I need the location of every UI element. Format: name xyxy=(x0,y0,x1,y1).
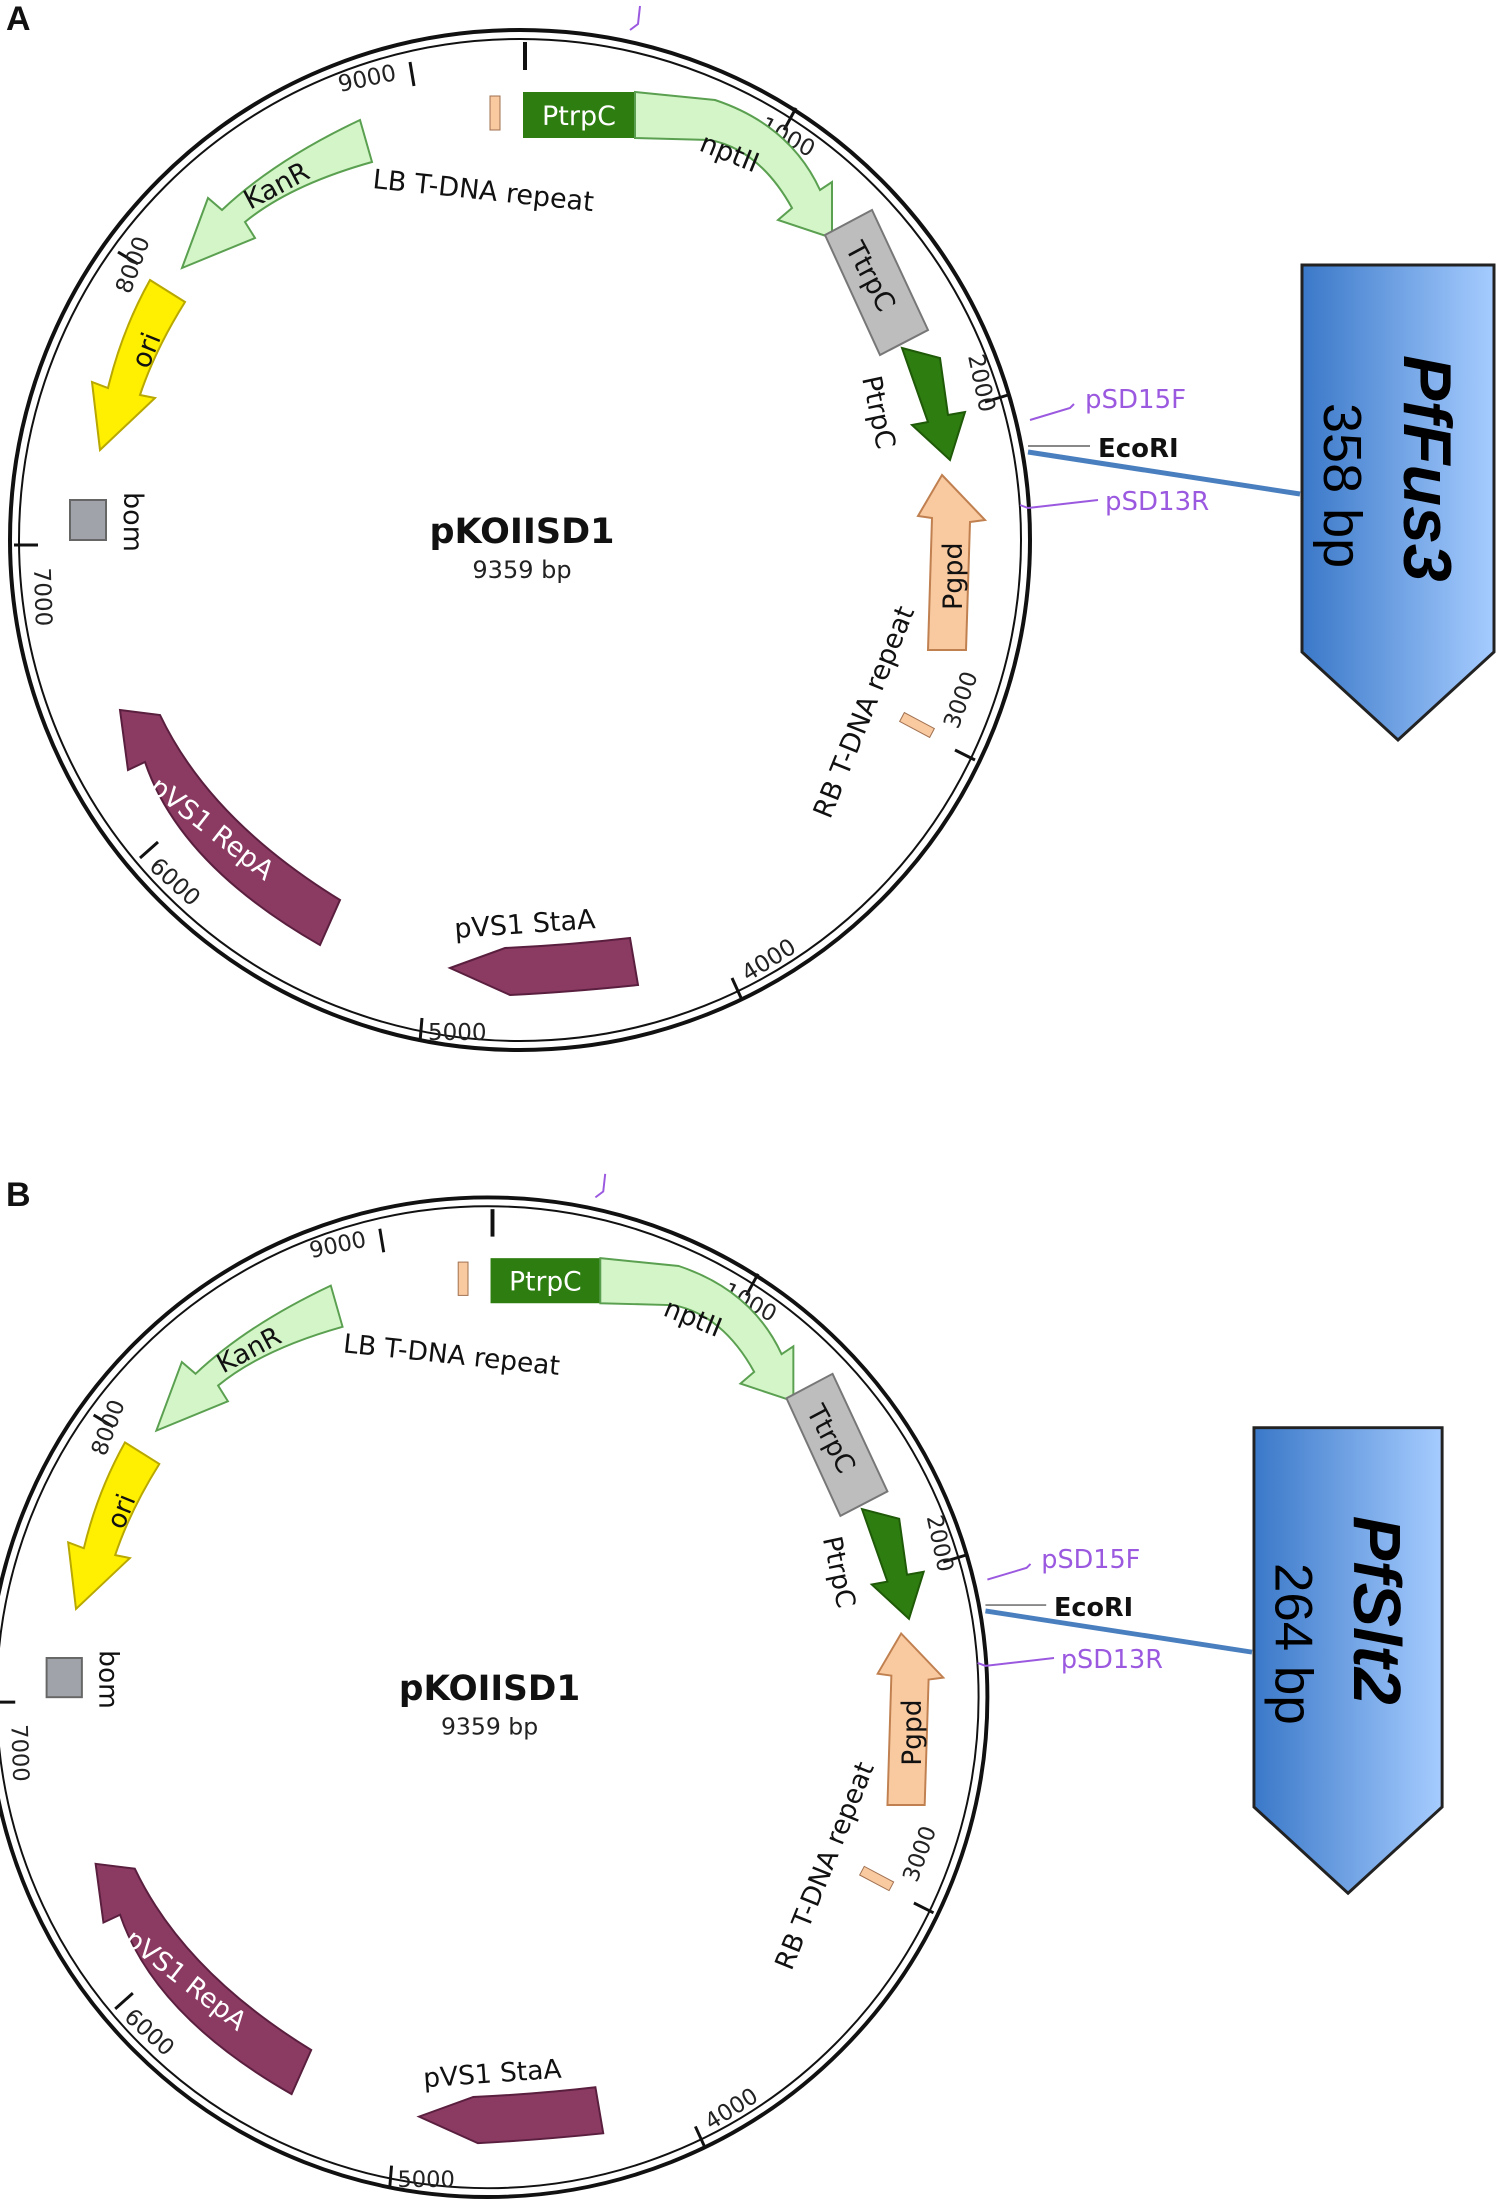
ori-arrow xyxy=(90,278,187,453)
tick-label-5000: 5000 xyxy=(397,2167,454,2193)
primer-forward-mark xyxy=(1029,403,1075,421)
panel-b-diagram: 1000 2000 3000 4000 5000 6000 7000 8000 … xyxy=(0,1173,1444,2199)
bom-feature xyxy=(69,499,107,541)
kanr-arrow xyxy=(154,1284,344,1433)
panel-a: A 1000 2000 3000 4000 5000 6000 7000 800… xyxy=(6,0,1496,1052)
panel-label: B xyxy=(6,1176,31,1214)
nptii-arrow xyxy=(634,90,833,240)
ecori-label: EcoRI xyxy=(1098,434,1179,464)
primer-forward-label: pSD15F xyxy=(1041,1545,1140,1575)
ptrpc-label: PtrpC xyxy=(542,101,616,132)
tick-label-5000: 5000 xyxy=(428,1020,487,1046)
kanr-label: KanR xyxy=(212,1321,287,1380)
tick-label-4000: 4000 xyxy=(700,2083,762,2135)
lb-repeat-label: LB T-DNA repeat xyxy=(342,1328,562,1382)
tick-marks xyxy=(14,61,1009,1043)
ttrpc-feature xyxy=(823,208,930,357)
tick-label-9000: 9000 xyxy=(307,1227,368,1264)
ptrpc2-label: PtrpC xyxy=(816,1533,861,1610)
pgpd-label: Pgpd xyxy=(897,1699,928,1765)
tick-label-2000: 2000 xyxy=(962,352,1000,415)
plasmid-name: pKOIISD1 xyxy=(429,512,614,552)
pvs1-repa-arrow xyxy=(118,708,342,947)
primer-forward-mark xyxy=(987,1563,1032,1581)
rb-repeat-feature xyxy=(898,711,936,739)
ptrpc-arrow xyxy=(900,346,967,462)
ptrpc-label: PtrpC xyxy=(509,1267,581,1298)
insert-link-line xyxy=(1027,449,1301,497)
plasmid-name: pKOIISD1 xyxy=(399,1669,580,1709)
pvs1-staa-label: pVS1 StaA xyxy=(453,904,597,945)
kanr-label: KanR xyxy=(239,156,315,216)
lb-repeat-feature xyxy=(489,95,501,131)
primer-reverse-label: pSD13R xyxy=(1061,1645,1163,1675)
insert-arrow xyxy=(1252,1426,1444,1896)
plasmid-backbone-inner xyxy=(18,38,1022,1042)
tick-label-3000: 3000 xyxy=(939,668,983,732)
tick-label-2000: 2000 xyxy=(921,1513,958,1574)
plasmid-backbone xyxy=(0,1195,990,2199)
pvs1-repa-arrow xyxy=(94,1862,313,2096)
pgpd-arrow xyxy=(876,1631,946,1806)
insert-gene-name: PfSlt2 xyxy=(1339,1516,1413,1705)
insert-gene-name: PfFus3 xyxy=(1389,355,1465,582)
panel-b: B xyxy=(6,1176,31,1214)
primer-reverse-mark xyxy=(1019,499,1099,510)
pvs1-staa-label: pVS1 StaA xyxy=(422,2054,562,2095)
pvs1-staa-arrow xyxy=(447,936,640,997)
insert-link-line xyxy=(985,1608,1253,1655)
lb-repeat-label: LB T-DNA repeat xyxy=(371,164,595,218)
lb-repeat-feature xyxy=(457,1261,469,1296)
bom-feature xyxy=(45,1657,83,1699)
insert-size: 264 bp xyxy=(1264,1563,1323,1725)
primer-reverse-label: pSD13R xyxy=(1105,487,1209,517)
ptrpc2-label: PtrpC xyxy=(855,373,901,452)
pgpd-label: Pgpd xyxy=(938,542,969,610)
tick-label-9000: 9000 xyxy=(336,60,399,98)
ori-arrow xyxy=(66,1441,161,1612)
primer-reverse-mark xyxy=(977,1657,1055,1667)
ecori-label: EcoRI xyxy=(1054,1593,1133,1623)
pvs1-staa-arrow xyxy=(416,2086,605,2145)
plasmid-size: 9359 bp xyxy=(472,556,571,584)
primer-forward-label: pSD15F xyxy=(1085,385,1186,415)
tick-label-3000: 3000 xyxy=(898,1823,942,1886)
plasmid-backbone xyxy=(8,28,1032,1052)
tick-label-4000: 4000 xyxy=(737,934,800,987)
top-primer-mark xyxy=(629,5,641,31)
ttrpc-feature xyxy=(785,1372,889,1518)
ptrpc-feature xyxy=(523,92,635,138)
ptrpc-arrow xyxy=(860,1507,926,1621)
pgpd-arrow xyxy=(916,473,988,651)
tick-label-7000: 7000 xyxy=(28,567,56,626)
bom-label: bom xyxy=(117,492,148,552)
tick-marks xyxy=(0,1228,967,2190)
kanr-arrow xyxy=(180,118,374,270)
ptrpc-feature xyxy=(490,1258,601,1304)
insert-arrow xyxy=(1300,263,1496,743)
bom-label: bom xyxy=(93,1650,124,1709)
rb-repeat-feature xyxy=(858,1865,895,1892)
insert-size: 358 bp xyxy=(1312,403,1372,568)
top-primer-mark xyxy=(594,1173,607,1199)
panel-label: A xyxy=(6,0,31,38)
plasmid-backbone-inner xyxy=(0,1205,980,2190)
tick-label-7000: 7000 xyxy=(5,1724,33,1782)
plasmid-size: 9359 bp xyxy=(441,1712,538,1740)
